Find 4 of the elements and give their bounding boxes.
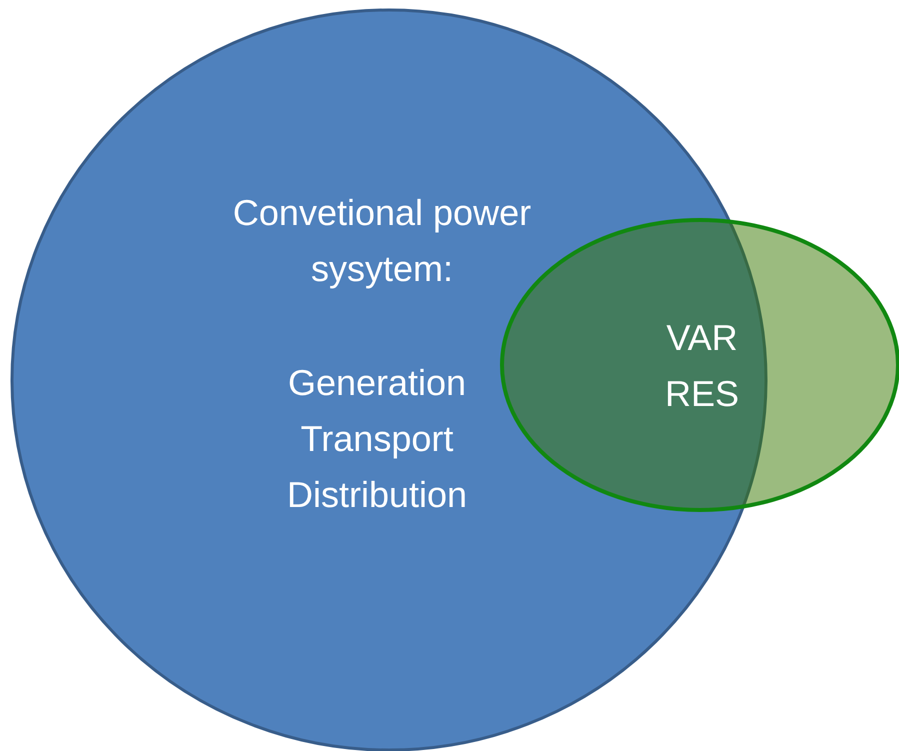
set-circle [12,10,766,750]
set-item-list: VAR RES [632,310,772,422]
set-item-list: Generation Transport Distribution [227,355,527,523]
set-heading: Convetional power sysytem: [232,191,532,291]
